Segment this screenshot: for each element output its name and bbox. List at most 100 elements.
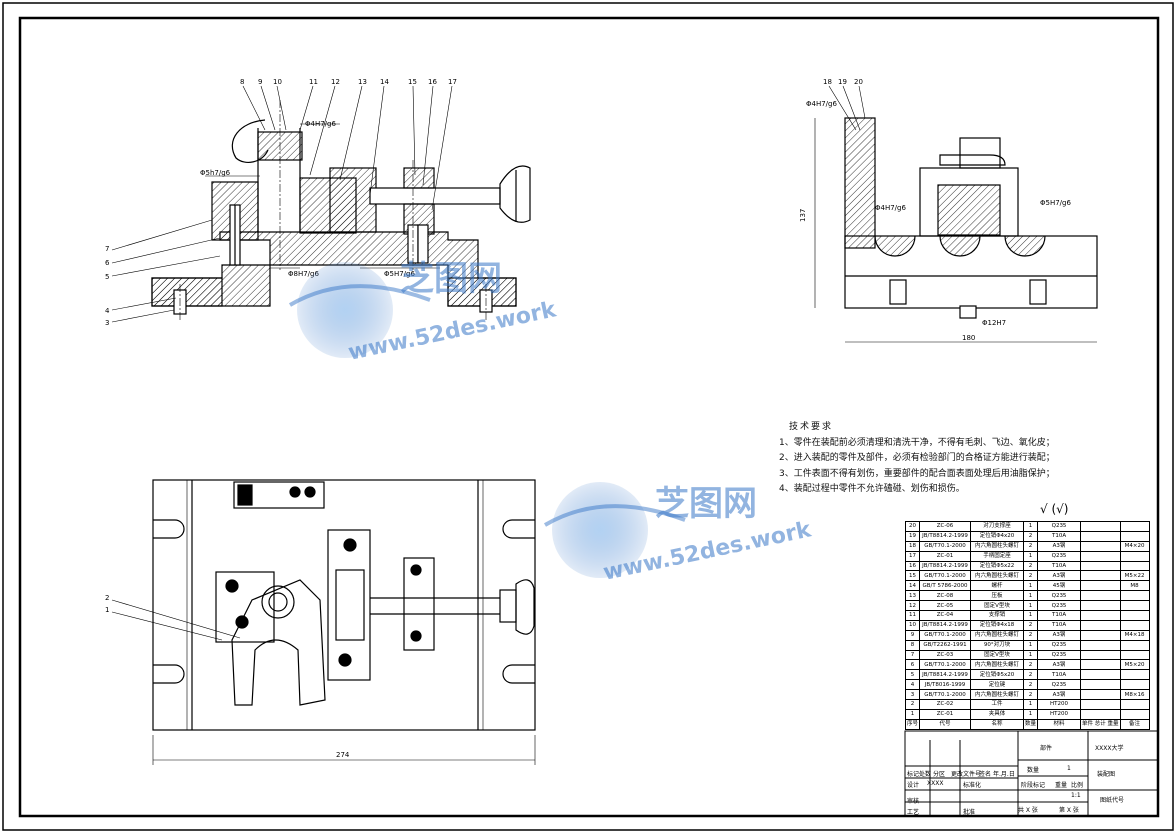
bom-cell: [1119, 560, 1150, 572]
tb-sign: 签名: [979, 771, 992, 778]
bom-cell: 2: [1023, 669, 1039, 681]
tech-item-4: 4、装配过程中零件不允许磕碰、划伤和损伤。: [779, 484, 965, 494]
bom-cell: HT200: [1037, 708, 1082, 720]
bom-cell: [1080, 530, 1121, 542]
bom-cell: 2: [1023, 659, 1039, 671]
bom-cell: 数量: [1023, 718, 1039, 730]
dim-fit-8h7: Φ8H7/g6: [288, 270, 319, 278]
bom-cell: 4: [904, 679, 921, 691]
bom-cell: GB/T70.1-2000: [919, 540, 972, 552]
bom-cell: GB/T70.1-2000: [919, 689, 972, 701]
bom-cell: [1119, 699, 1150, 710]
tb-approve: 批准: [963, 809, 976, 816]
bom-cell: ZC-02: [919, 699, 972, 710]
bom-cell: [1080, 540, 1121, 552]
bom-cell: JB/T8814.2-1999: [919, 560, 972, 572]
bom-cell: A3钢: [1037, 540, 1082, 552]
bom-cell: HT200: [1037, 699, 1082, 710]
bom-cell: 2: [1023, 540, 1039, 552]
tech-title: 技术要求: [789, 422, 834, 432]
bom-cell: [1119, 521, 1150, 532]
bom-cell: [1080, 669, 1121, 681]
plan-view: [111, 479, 536, 765]
side-dim-5h7: Φ5H7/g6: [1040, 199, 1071, 207]
bom-cell: 45钢: [1037, 580, 1082, 592]
balloon-6: 6: [105, 259, 110, 267]
bom-cell: 定位销Φ5x20: [970, 669, 1025, 681]
bom-cell: 2: [904, 699, 921, 710]
bom-cell: M5×20: [1119, 659, 1150, 671]
bom-cell: [1119, 530, 1150, 542]
bom-cell: 压板: [970, 590, 1025, 602]
bom-cell: JB/T8814.2-1999: [919, 669, 972, 681]
bom-cell: [1080, 699, 1121, 710]
balloon-16: 16: [428, 78, 437, 86]
balloon-5: 5: [105, 273, 109, 281]
bom-cell: [1080, 590, 1121, 602]
tb-qty-label: 数量: [1027, 767, 1040, 774]
tb-school: XXXX大学: [1095, 745, 1124, 752]
bom-cell: GB/T 5786-2000: [919, 580, 972, 592]
bom-cell: [1119, 649, 1150, 661]
bom-cell: [1119, 590, 1150, 602]
balloon-15: 15: [408, 78, 417, 86]
side-dim-height: 137: [799, 209, 807, 222]
tb-designer: XXXX: [927, 780, 944, 787]
bom-cell: 6: [904, 659, 921, 671]
bom-cell: 1: [1023, 550, 1039, 562]
side-view: [814, 85, 1098, 343]
bom-cell: M4×20: [1119, 540, 1150, 552]
bom-cell: 1: [1023, 699, 1039, 710]
bom-cell: 1: [904, 708, 921, 720]
title-block-frame: [904, 730, 1159, 817]
bom-cell: T10A: [1037, 560, 1082, 572]
bom-cell: M8: [1119, 580, 1150, 592]
bom-cell: 20: [904, 521, 921, 532]
bom-cell: 固定V型块: [970, 649, 1025, 661]
bom-cell: GB/T70.1-2000: [919, 629, 972, 641]
bom-cell: 7: [904, 649, 921, 661]
bom-cell: ZC-05: [919, 600, 972, 612]
watermark-cn-2: 芝图网: [655, 484, 757, 524]
bom-cell: 内六角圆柱头螺钉: [970, 689, 1025, 701]
bom-cell: 12: [904, 600, 921, 612]
bom-cell: 内六角圆柱头螺钉: [970, 570, 1025, 582]
bom-cell: ZC-04: [919, 610, 972, 621]
bom-cell: 定位销Φ5x22: [970, 560, 1025, 572]
bom-cell: M8×16: [1119, 689, 1150, 701]
bom-cell: 1: [1023, 610, 1039, 621]
bom-cell: Q235: [1037, 590, 1082, 602]
bom-cell: [1119, 610, 1150, 621]
bom-cell: [1080, 639, 1121, 651]
bom-cell: [1119, 679, 1150, 691]
bom-cell: 代号: [919, 718, 972, 730]
bom-cell: 2: [1023, 530, 1039, 542]
bom-cell: 9: [904, 629, 921, 641]
bom-cell: 2: [1023, 689, 1039, 701]
tb-weight: 重量: [1055, 782, 1068, 789]
bom-cell: [1119, 550, 1150, 562]
tb-drawing-name: 装配图: [1097, 771, 1116, 778]
bom-cell: 18: [904, 540, 921, 552]
balloon-9: 9: [258, 78, 262, 86]
bom-cell: A3钢: [1037, 659, 1082, 671]
bom-cell: GB/T2262-1991: [919, 639, 972, 651]
side-dim-12h7: Φ12H7: [982, 319, 1006, 327]
bom-cell: [1080, 610, 1121, 621]
dim-fit-4h7: Φ4H7/g6: [305, 120, 336, 128]
bom-cell: [1119, 708, 1150, 720]
bom-cell: T10A: [1037, 530, 1082, 542]
bom-cell: 1: [1023, 639, 1039, 651]
tb-review: 审核: [907, 798, 920, 805]
balloon-17: 17: [448, 78, 457, 86]
